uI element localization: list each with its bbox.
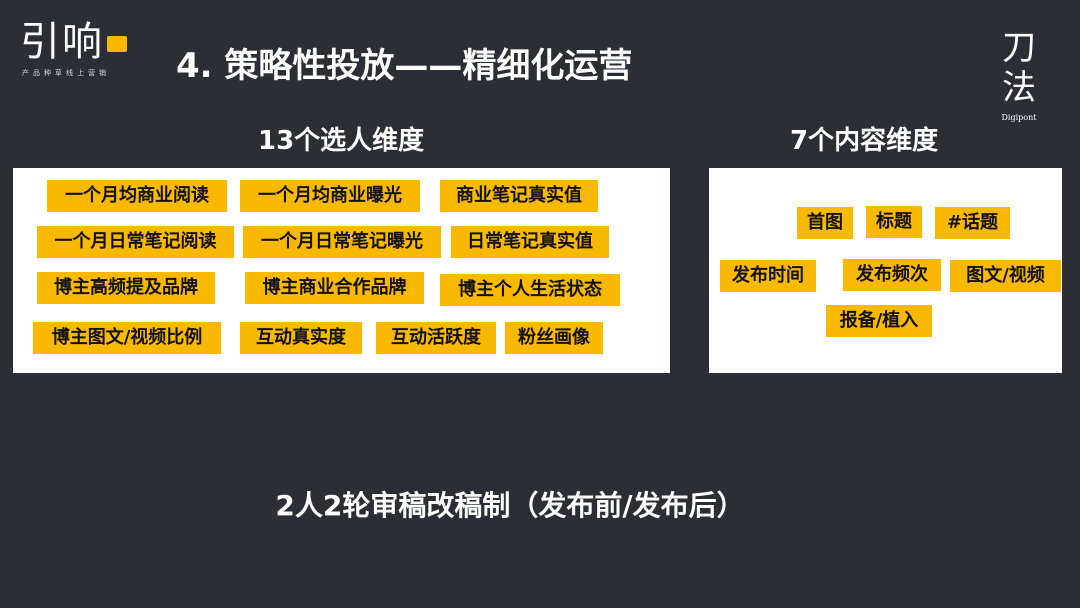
- tag: 图文/视频: [950, 260, 1061, 292]
- page-title: 4. 策略性投放——精细化运营: [176, 46, 633, 86]
- tag: 博主高频提及品牌: [37, 272, 215, 304]
- tag: 发布频次: [843, 259, 941, 291]
- tag: 商业笔记真实值: [440, 180, 598, 212]
- tag: 粉丝画像: [505, 322, 603, 354]
- content-dimensions-panel: 首图 标题 #话题 发布时间 发布频次 图文/视频 报备/植入: [709, 168, 1062, 373]
- tag: 日常笔记真实值: [451, 226, 609, 258]
- tag: 标题: [866, 206, 922, 238]
- tag: 一个月均商业曝光: [240, 180, 420, 212]
- tag: 首图: [797, 207, 853, 239]
- right-panel-heading: 7个内容维度: [790, 126, 939, 156]
- left-panel-heading: 13个选人维度: [258, 126, 425, 156]
- review-process-text: 2人2轮审稿改稿制（发布前/发布后）: [275, 489, 745, 522]
- tag: 一个月日常笔记阅读: [37, 226, 234, 258]
- tag: 互动活跃度: [376, 322, 496, 354]
- tag: 发布时间: [720, 260, 816, 292]
- tag: #话题: [935, 207, 1010, 239]
- speech-bubble-icon: [107, 36, 127, 52]
- logo-daofa: 刀法: [1002, 28, 1036, 108]
- tag: 博主图文/视频比例: [33, 322, 221, 354]
- tag: 博主个人生活状态: [440, 274, 620, 306]
- selection-dimensions-panel: 一个月均商业阅读 一个月均商业曝光 商业笔记真实值 一个月日常笔记阅读 一个月日…: [13, 168, 670, 373]
- logo-daofa-sub: Digipont: [1001, 113, 1037, 122]
- tag: 一个月日常笔记曝光: [243, 226, 441, 258]
- tag: 一个月均商业阅读: [47, 180, 227, 212]
- logo-tagline: 产品种草线上营销: [22, 69, 110, 77]
- tag: 博主商业合作品牌: [245, 272, 424, 304]
- logo-yinxiang: 引响: [20, 19, 104, 65]
- tag: 互动真实度: [240, 322, 362, 354]
- tag: 报备/植入: [826, 305, 932, 337]
